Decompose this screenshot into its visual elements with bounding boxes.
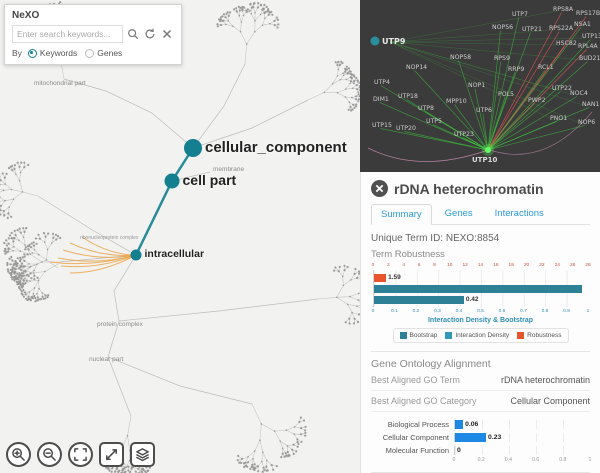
robustness-bar-row: [374, 283, 588, 294]
search-panel: NeXO By Keywords Genes: [4, 4, 182, 65]
network-node-label[interactable]: DIM1: [373, 96, 389, 103]
network-node-label[interactable]: NOP14: [406, 64, 427, 71]
network-node-label[interactable]: UTP8: [418, 105, 434, 112]
network-node-label[interactable]: UTP5: [426, 118, 442, 125]
network-node-label[interactable]: POL5: [498, 91, 514, 98]
search-by-label: By: [12, 48, 22, 58]
robustness-legend: Bootstrap Interaction Density Robustness: [392, 328, 569, 343]
radio-dot-icon: [27, 48, 37, 58]
network-node-label[interactable]: MPP10: [446, 98, 467, 105]
search-icon[interactable]: [126, 27, 140, 41]
term-title: rDNA heterochromatin: [394, 180, 544, 197]
network-node-label[interactable]: BUD21: [579, 55, 600, 62]
network-node-label[interactable]: UTP13: [582, 33, 600, 40]
network-node-label[interactable]: UTP23: [454, 131, 474, 138]
robustness-bar-row: 1.59: [374, 272, 588, 283]
network-node-label[interactable]: UTP22: [552, 85, 572, 92]
network-node-label[interactable]: RPL4A: [578, 43, 598, 50]
viewport-toolbar: [6, 442, 155, 467]
legend-item: Robustness: [517, 332, 562, 339]
tree-node-label: ribonucleoprotein complex: [80, 235, 139, 241]
tree-node-label[interactable]: cellular_component: [205, 138, 347, 156]
network-node-label[interactable]: UTP18: [398, 93, 418, 100]
term-robustness-label: Term Robustness: [371, 249, 445, 260]
network-node-label[interactable]: NSA1: [574, 21, 591, 28]
radio-genes[interactable]: Genes: [85, 48, 122, 58]
radio-dot-icon: [85, 48, 95, 58]
legend-swatch-icon: [399, 332, 407, 339]
network-node-label[interactable]: RRP9: [508, 66, 524, 73]
tree-node-label[interactable]: nuclear part: [89, 356, 124, 363]
network-node-label[interactable]: HSC82: [556, 40, 577, 47]
tree-node-label[interactable]: intracellular: [144, 248, 205, 261]
robustness-bar-row: 0.42: [374, 294, 588, 305]
layers-icon[interactable]: [130, 442, 155, 467]
network-node-label[interactable]: RPS17B: [576, 10, 600, 17]
tree-node-label[interactable]: membrane: [213, 166, 245, 173]
network-node-label[interactable]: RPS9: [494, 55, 510, 62]
go-chart-row: Molecular Function 0: [371, 444, 590, 457]
go-chart-row: Biological Process 0.06: [371, 418, 590, 431]
tab-genes[interactable]: Genes: [444, 208, 473, 219]
unique-term-id: Unique Term ID: NEXO:8854: [371, 233, 500, 244]
tree-node-label[interactable]: mitochondrial part: [34, 80, 86, 87]
clear-icon[interactable]: [160, 27, 174, 41]
network-node-label[interactable]: UTP4: [374, 79, 390, 86]
legend-item: Interaction Density: [445, 332, 509, 339]
legend-item: Bootstrap: [399, 332, 437, 339]
legend-swatch-icon: [517, 332, 525, 339]
go-alignment-header: Gene Ontology Alignment: [371, 351, 590, 370]
zoom-in-icon[interactable]: [6, 442, 31, 467]
network-node-label[interactable]: NOP6: [578, 119, 595, 126]
network-node-label[interactable]: RCL1: [538, 64, 554, 71]
network-node-label[interactable]: NOC4: [570, 90, 588, 97]
zoom-out-icon[interactable]: [37, 442, 62, 467]
search-input[interactable]: [12, 25, 123, 43]
network-node-label[interactable]: UTP7: [512, 11, 528, 18]
pan-arrows-icon[interactable]: [99, 442, 124, 467]
network-focus-label[interactable]: UTP10: [472, 156, 497, 164]
network-node-label[interactable]: UTP21: [522, 26, 542, 33]
app-title: NeXO: [12, 10, 40, 21]
radio-keywords[interactable]: Keywords: [27, 48, 77, 58]
network-node-label[interactable]: UTP9: [382, 37, 406, 46]
network-node-label[interactable]: NOP58: [450, 54, 471, 61]
go-alignment-chart: Biological Process 0.06 Cellular Compone…: [371, 418, 591, 464]
tab-summary[interactable]: Summary: [371, 204, 432, 225]
network-node-label[interactable]: UTP6: [476, 107, 492, 114]
network-node-label[interactable]: PWP2: [528, 97, 546, 104]
robustness-axis-title: Interaction Density & Bootstrap: [427, 317, 533, 324]
tree-node-label[interactable]: protein complex: [97, 321, 143, 328]
fit-view-icon[interactable]: [68, 442, 93, 467]
network-node-label[interactable]: RPS22A: [549, 25, 574, 32]
reset-icon[interactable]: [143, 27, 157, 41]
go-chart-row: Cellular Component 0.23: [371, 431, 590, 444]
network-node-label[interactable]: PNO1: [550, 115, 567, 122]
network-node-label[interactable]: NOP1: [468, 82, 485, 89]
network-node-label[interactable]: UTP15: [372, 122, 392, 129]
network-node-label[interactable]: UTP20: [396, 125, 416, 132]
tree-node-label[interactable]: cell part: [182, 172, 237, 189]
network-node-label[interactable]: NOP56: [492, 24, 513, 31]
network-node-label[interactable]: NAN1: [582, 101, 599, 108]
tab-interactions[interactable]: Interactions: [494, 208, 544, 219]
network-node-label[interactable]: RPS8A: [553, 6, 574, 13]
legend-swatch-icon: [445, 332, 453, 339]
detail-tabs: Summary Genes Interactions: [371, 204, 590, 225]
close-icon[interactable]: [371, 180, 388, 197]
